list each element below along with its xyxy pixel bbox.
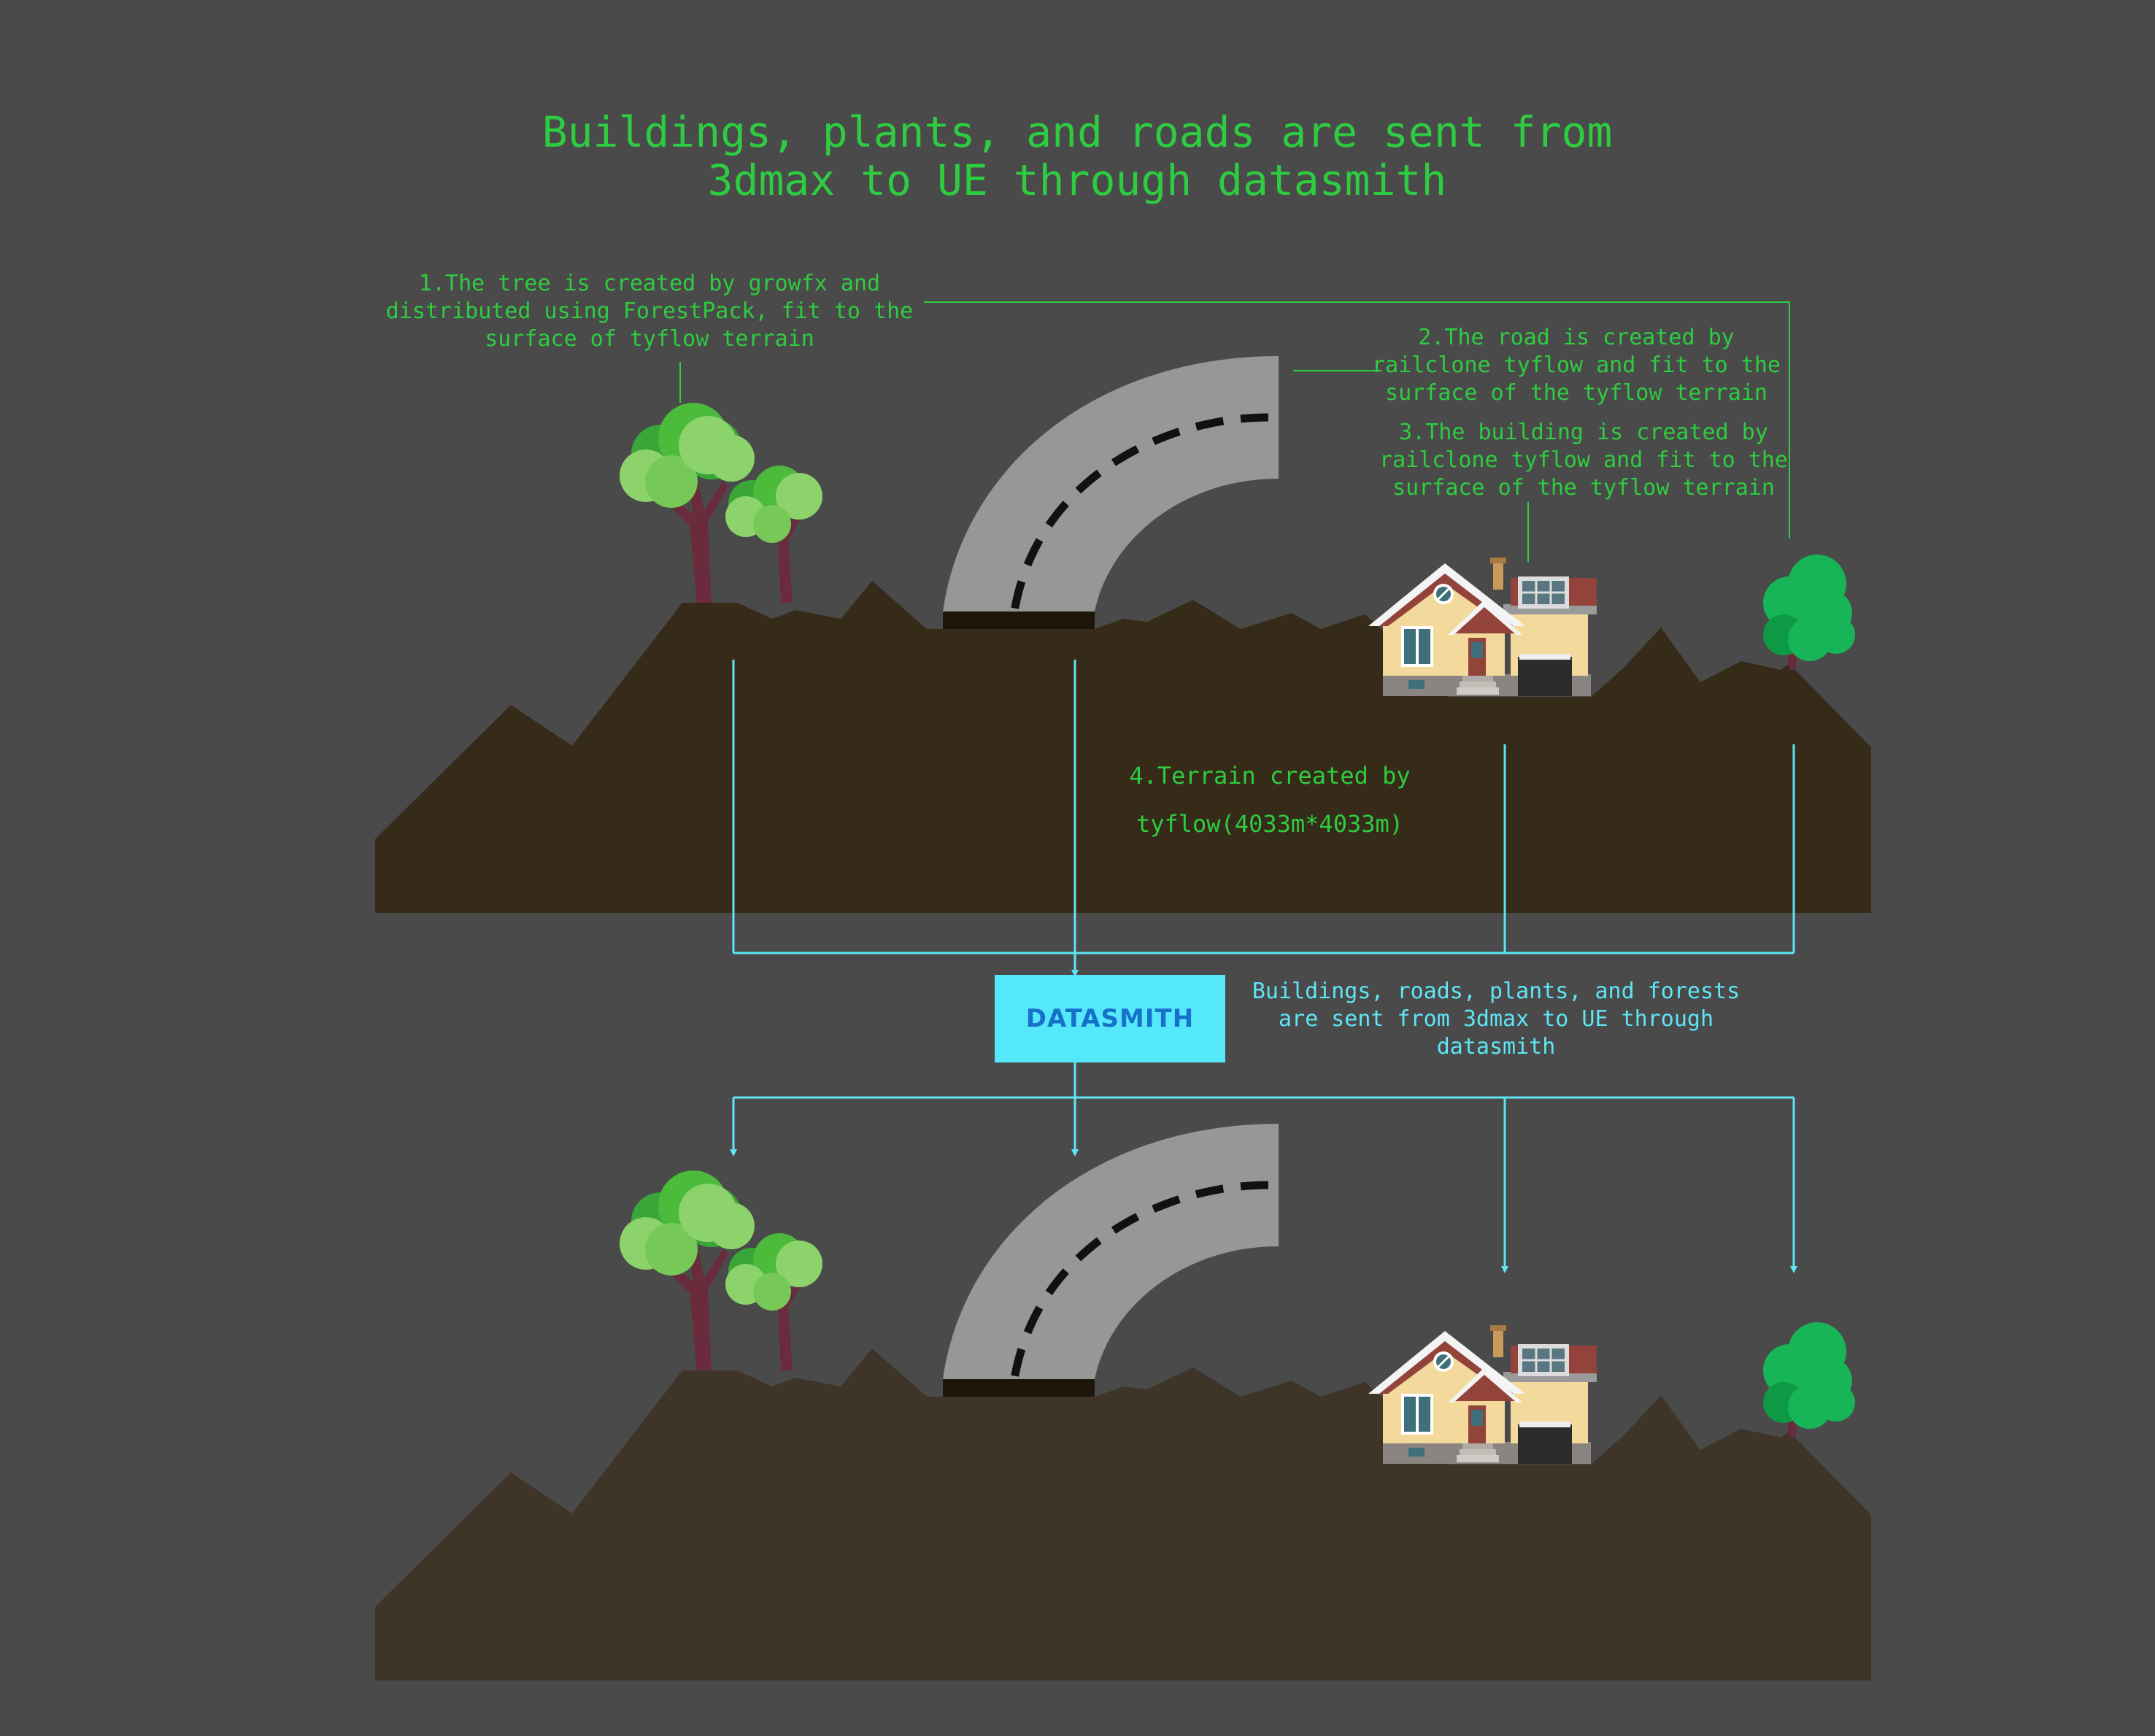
tree-note-line-1: 1.The tree is created by growfx and xyxy=(418,271,881,296)
upper-road xyxy=(943,356,1279,629)
road-note: 2.The road is created by railclone tyflo… xyxy=(1357,324,1795,407)
building-note-line-1: 3.The building is created by xyxy=(1399,420,1768,445)
datasmith-node: DATASMITH xyxy=(995,975,1225,1062)
lower-scene xyxy=(375,1124,1871,1681)
terrain-note: 4.Terrain created by tyflow(4033m*4033m) xyxy=(1044,752,1496,848)
datasmith-description-line-1: Buildings, roads, plants, and forests xyxy=(1252,979,1740,1004)
upper-right-tree xyxy=(1763,555,1855,670)
cyan-connectors-out xyxy=(730,1062,1797,1273)
terrain-note-line-1: 4.Terrain created by xyxy=(1129,762,1411,790)
green-callouts xyxy=(679,301,1790,562)
tree-note: 1.The tree is created by growfx and dist… xyxy=(379,270,920,353)
road-note-line-1: 2.The road is created by xyxy=(1418,325,1735,350)
upper-terrain xyxy=(375,581,1871,913)
lower-tree-pair xyxy=(620,1170,822,1370)
cyan-connectors-in xyxy=(732,660,1795,977)
diagram-title: Buildings, plants, and roads are sent fr… xyxy=(493,108,1661,204)
terrain-note-line-2: tyflow(4033m*4033m) xyxy=(1136,810,1404,838)
datasmith-description-line-3: datasmith xyxy=(1436,1034,1556,1060)
road-note-line-3: surface of the tyflow terrain xyxy=(1385,380,1767,406)
lower-house xyxy=(1367,1324,1598,1465)
upper-scene xyxy=(375,356,1871,913)
datasmith-description: Buildings, roads, plants, and forests ar… xyxy=(1233,978,1759,1061)
upper-tree-pair xyxy=(620,403,822,603)
lower-right-tree xyxy=(1763,1322,1855,1438)
datasmith-label: DATASMITH xyxy=(1025,1004,1195,1033)
upper-house xyxy=(1367,556,1598,698)
building-note-line-3: surface of the tyflow terrain xyxy=(1392,475,1775,501)
lower-road xyxy=(943,1124,1279,1397)
right-tree-callout-line xyxy=(924,301,1790,539)
tree-note-line-3: surface of tyflow terrain xyxy=(485,326,814,352)
tree-note-line-2: distributed using ForestPack, fit to the xyxy=(385,298,914,324)
lower-terrain xyxy=(375,1349,1871,1681)
building-note: 3.The building is created by railclone t… xyxy=(1365,419,1803,502)
road-note-line-2: railclone tyflow and fit to the xyxy=(1372,352,1781,378)
datasmith-description-line-2: are sent from 3dmax to UE through xyxy=(1278,1006,1714,1032)
title-line-1: Buildings, plants, and roads are sent fr… xyxy=(541,107,1613,157)
title-line-2: 3dmax to UE through datasmith xyxy=(707,155,1447,205)
building-note-line-2: railclone tyflow and fit to the xyxy=(1379,447,1788,473)
